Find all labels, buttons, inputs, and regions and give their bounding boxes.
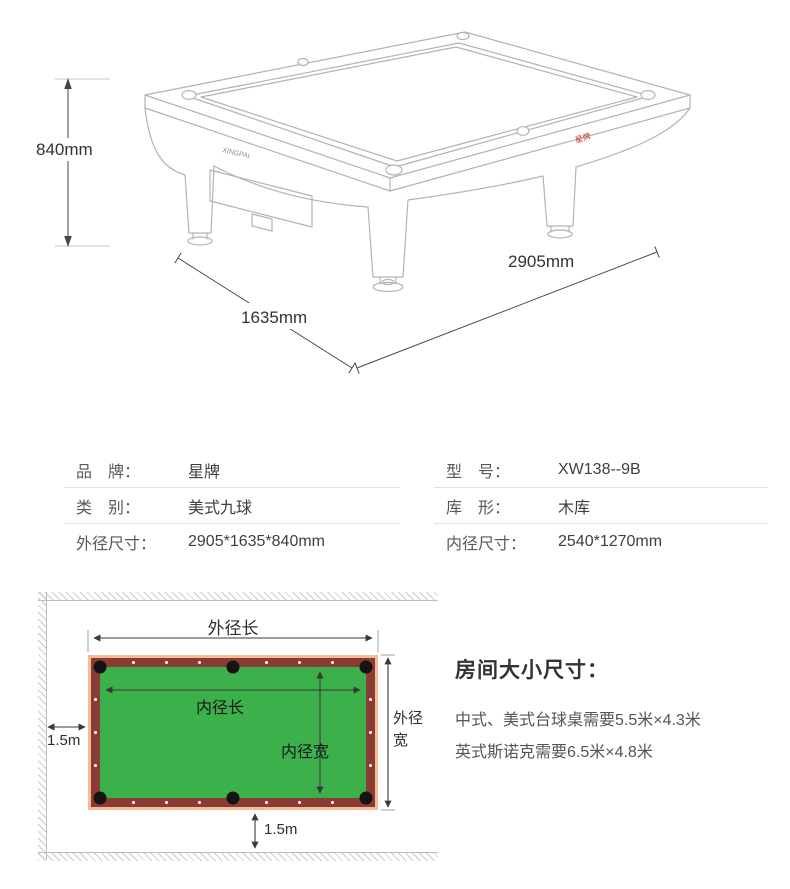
sight-dot (369, 763, 372, 767)
length-dimension-line (356, 251, 658, 369)
sight-dot (298, 661, 301, 664)
brand-mark-left: XINGPAI (222, 147, 251, 160)
spec-value: 美式九球 (188, 499, 253, 517)
spec-column-right: 型 号： XW138--9B 库 形： 木库 内径尺寸： 2540*1270mm (434, 452, 768, 560)
pocket (226, 791, 240, 805)
room-info-title: 房间大小尺寸： (455, 659, 609, 682)
sight-dot (369, 698, 372, 702)
sight-dot (298, 801, 301, 804)
spec-value: XW138--9B (558, 460, 641, 478)
pocket (93, 660, 107, 674)
bottom-clearance-label: 1.5m (264, 821, 298, 838)
arrowhead-up (64, 78, 72, 89)
spec-value: 星牌 (188, 463, 221, 481)
sight-dot (131, 661, 135, 664)
sight-dot (264, 661, 268, 664)
sight-dot (369, 731, 372, 734)
spec-label: 类 别： (76, 499, 141, 517)
wall-hatch-bottom (38, 852, 438, 861)
sight-dot (94, 731, 97, 734)
spec-value: 2540*1270mm (558, 533, 663, 550)
dimension-annotations: 840mm 1635mm 2905mm (32, 78, 660, 374)
room-info-line-1: 中式、美式台球桌需要5.5米×4.3米 (455, 712, 701, 729)
sight-dot (331, 801, 335, 804)
pocket (93, 791, 107, 805)
spec-row-category: 类 别： 美式九球 (64, 488, 400, 524)
room-info-line-2: 英式斯诺克需要6.5米×4.8米 (455, 744, 653, 761)
sight-dot (198, 801, 202, 804)
spec-value: 2905*1635*840mm (188, 533, 325, 550)
spec-label: 外径尺寸： (76, 536, 157, 553)
wall-hatch-left (38, 592, 47, 860)
table-wireframe (144, 31, 691, 293)
sight-dot (165, 801, 168, 804)
spec-row-brand: 品 牌： 星牌 (64, 452, 400, 488)
outer-length-label: 外径长 (207, 619, 259, 638)
wall-hatch-top (38, 592, 438, 601)
sight-dot (331, 661, 335, 664)
sight-dot (165, 661, 168, 664)
pocket (359, 660, 373, 674)
outer-width-label: 外径宽 (393, 710, 424, 749)
table-cloth (93, 660, 373, 805)
left-clearance-label: 1.5m (47, 732, 81, 749)
sight-dot (264, 801, 268, 804)
sight-dot (198, 661, 202, 664)
spec-row-inner-size: 内径尺寸： 2540*1270mm (434, 524, 768, 560)
spec-table: 品 牌： 星牌 类 别： 美式九球 外径尺寸： 2905*1635*840mm … (0, 452, 790, 562)
height-extension-ticks (55, 78, 110, 247)
spec-column-left: 品 牌： 星牌 类 别： 美式九球 外径尺寸： 2905*1635*840mm (64, 452, 400, 560)
spec-label: 内径尺寸： (446, 536, 527, 553)
dim-height-label: 840mm (36, 140, 93, 159)
table-rail (91, 658, 375, 807)
sight-dot (94, 698, 97, 702)
pocket (226, 660, 240, 674)
spec-value: 木库 (558, 499, 591, 517)
inner-width-label: 内径宽 (281, 744, 330, 761)
spec-label: 库 形： (446, 499, 511, 517)
table-top-view (88, 655, 378, 810)
sight-dot (131, 801, 135, 804)
spec-label: 品 牌： (76, 463, 141, 481)
room-layout-diagram: 外径长 内径长 内径宽 外径宽 1.5m 1.5m 房间大小尺寸： 中式、美式台… (0, 580, 790, 889)
arrowhead-down (64, 236, 72, 247)
pocket (359, 791, 373, 805)
spec-row-outer-size: 外径尺寸： 2905*1635*840mm (64, 524, 400, 560)
spec-label: 型 号： (446, 463, 511, 481)
length-end-ticks (354, 246, 660, 374)
dim-width-label: 1635mm (241, 308, 307, 327)
sight-dot (94, 763, 97, 767)
room-info: 房间大小尺寸： 中式、美式台球桌需要5.5米×4.3米 英式斯诺克需要6.5米×… (455, 654, 785, 762)
inner-length-label: 内径长 (196, 700, 245, 717)
dim-length-label: 2905mm (508, 252, 574, 271)
width-end-ticks (174, 252, 356, 374)
brand-mark-right: 星牌 (574, 131, 592, 145)
spec-row-model: 型 号： XW138--9B (434, 452, 768, 488)
spec-row-cushion: 库 形： 木库 (434, 488, 768, 524)
pool-table-illustration: XINGPAI 星牌 840mm 1635mm 2905mm (32, 31, 691, 374)
